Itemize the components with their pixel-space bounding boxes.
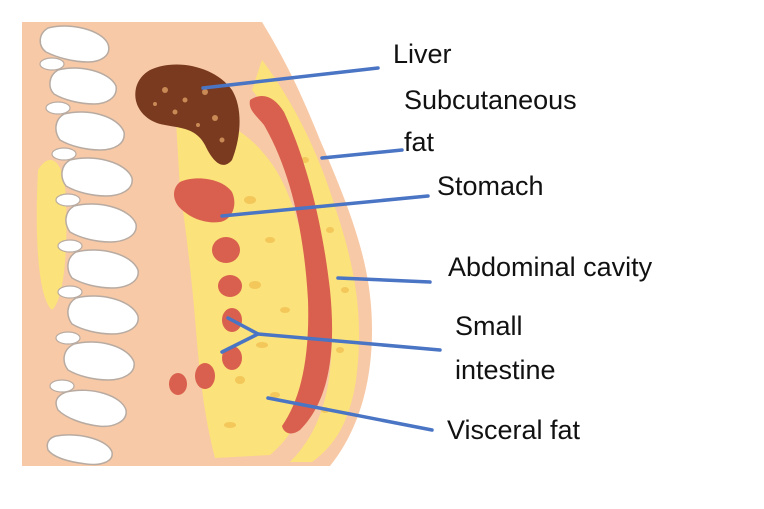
leader-liver (201, 66, 380, 90)
small-intestine (169, 237, 242, 395)
leader-subcutaneous-fat (320, 148, 404, 160)
leader-visceral-fat (266, 396, 434, 432)
label-visceral-fat: Visceral fat (447, 415, 581, 445)
label-stomach: Stomach (437, 171, 544, 201)
leader-stomach (220, 194, 430, 218)
label-intestine: intestine (455, 355, 556, 385)
spinous-processes (39, 57, 83, 393)
leader-lines (201, 66, 442, 432)
label-small: Small (455, 311, 523, 341)
leader-small-intestine-main (256, 332, 442, 352)
stomach (174, 178, 235, 223)
leader-abdominal-cavity (336, 276, 432, 284)
label-subcutaneous-fat: fat (404, 127, 435, 157)
liver-texture (153, 87, 225, 143)
spine (39, 25, 139, 466)
label-abdominal-cavity: Abdominal cavity (448, 252, 653, 282)
abdominal-wall-muscle (249, 96, 333, 434)
label-liver: Liver (393, 39, 452, 69)
liver (135, 64, 240, 165)
label-subcutaneous: Subcutaneous (404, 85, 577, 115)
subcutaneous-fat-layer (252, 60, 360, 462)
